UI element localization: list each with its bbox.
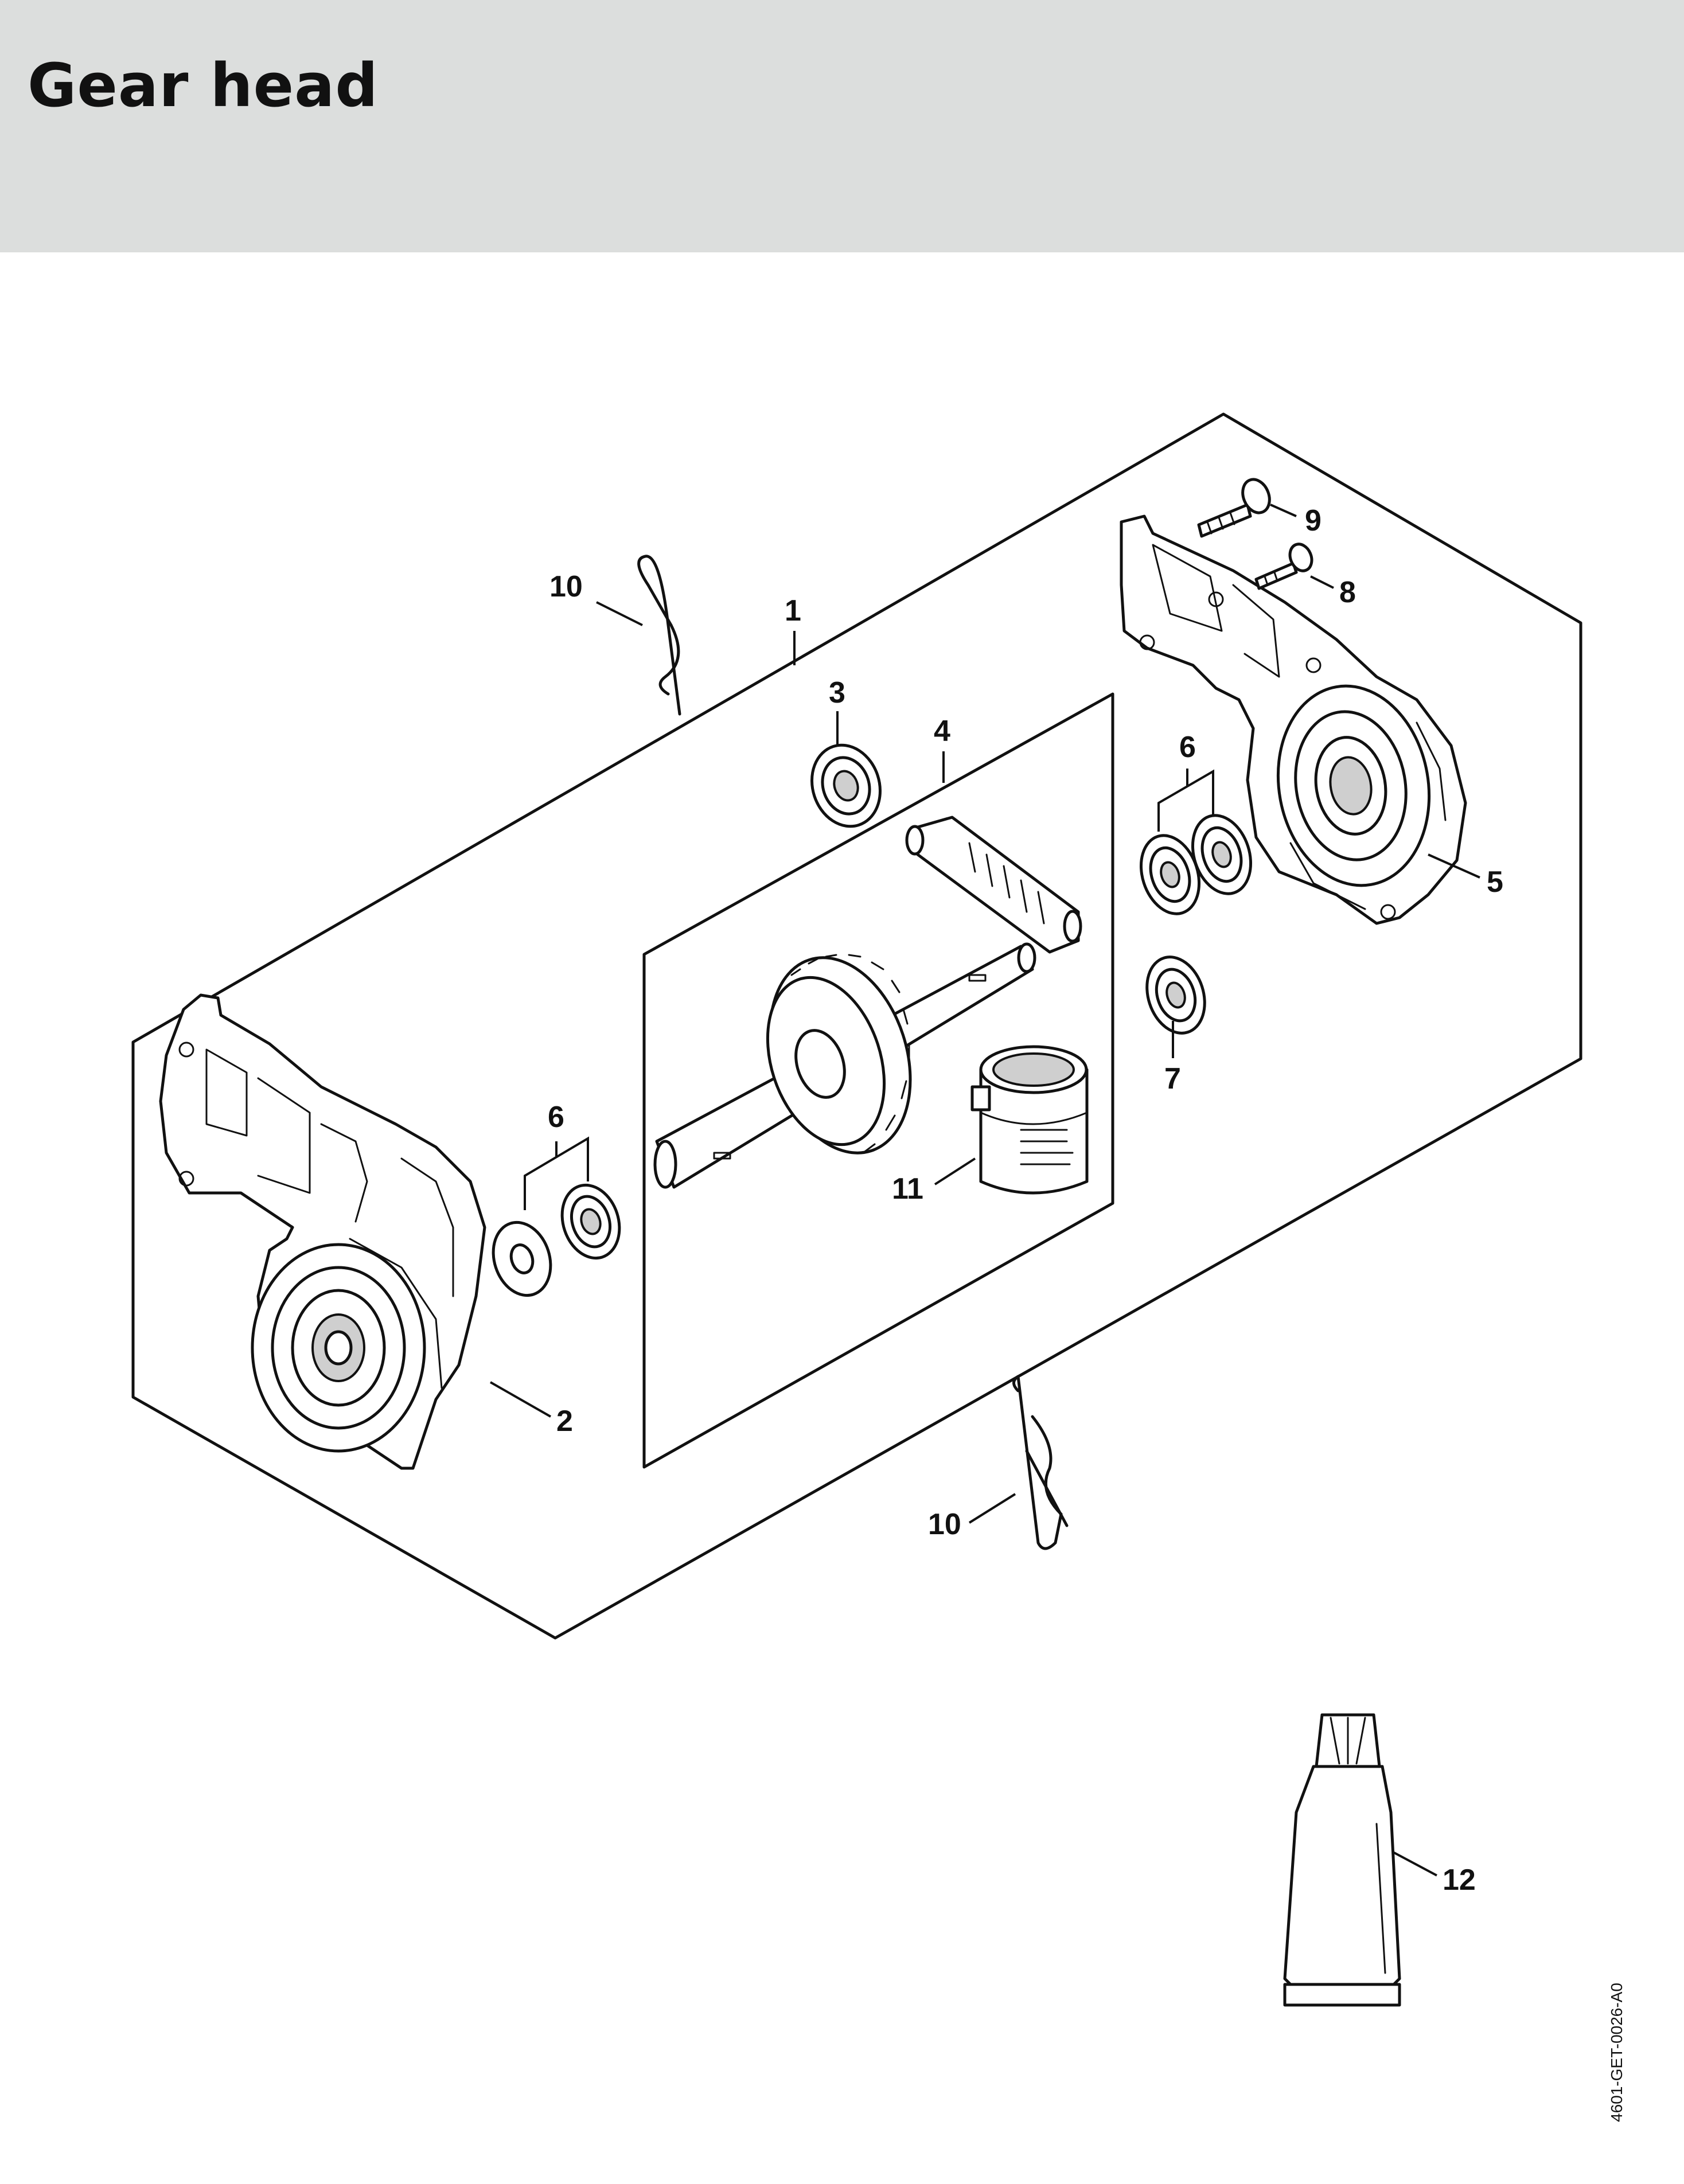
seal-bearing-pair-right (1139, 814, 1253, 915)
leader-9 (1270, 504, 1297, 517)
callout-11: 11 (892, 1172, 923, 1206)
worm-shaft (905, 816, 1082, 954)
kit-frame-outline (642, 692, 1114, 1469)
leader-12 (1393, 1851, 1437, 1877)
callout-6a: 6 (548, 1101, 564, 1134)
callout-5: 5 (1487, 865, 1503, 899)
screw-item-9 (1197, 478, 1271, 538)
callout-8: 8 (1339, 576, 1356, 609)
hairpin-clip-top (637, 555, 681, 716)
callout-3: 3 (829, 676, 845, 709)
bearing-item-7 (1145, 955, 1206, 1035)
leader-6a (524, 1136, 589, 1210)
gear-shaft (653, 942, 1036, 1189)
callout-7: 7 (1164, 1062, 1181, 1095)
bearing-item-3 (810, 743, 882, 828)
seal-bearing-pair-left (492, 1183, 621, 1297)
drawing-code: 4601-GET-0026-A0 (1608, 1983, 1625, 2122)
gear-housing-right (1120, 514, 1467, 925)
leader-11 (934, 1157, 976, 1185)
hairpin-clip-bottom (1012, 1375, 1069, 1550)
leader-8 (1310, 575, 1334, 589)
callout-4: 4 (934, 715, 950, 748)
leader-2 (490, 1381, 551, 1418)
callout-9: 9 (1305, 504, 1322, 537)
gear-housing-left (159, 993, 486, 1470)
leader-10b (968, 1493, 1016, 1524)
callout-6b: 6 (1179, 731, 1196, 764)
leader-5 (1428, 853, 1480, 879)
leader-6b (1157, 769, 1214, 832)
leader-10a (596, 601, 643, 626)
grease-container (970, 1045, 1089, 1195)
callout-1: 1 (785, 594, 801, 627)
callout-2: 2 (556, 1405, 573, 1438)
assembly-frame-outline (131, 412, 1582, 1640)
header-band (0, 0, 1684, 252)
callout-12: 12 (1443, 1863, 1476, 1897)
grease-tube (1283, 1713, 1401, 2007)
screw-item-8 (1254, 543, 1313, 590)
callout-10a: 10 (549, 570, 583, 603)
page-title: Gear head (28, 50, 379, 120)
callout-10b: 10 (928, 1508, 961, 1541)
